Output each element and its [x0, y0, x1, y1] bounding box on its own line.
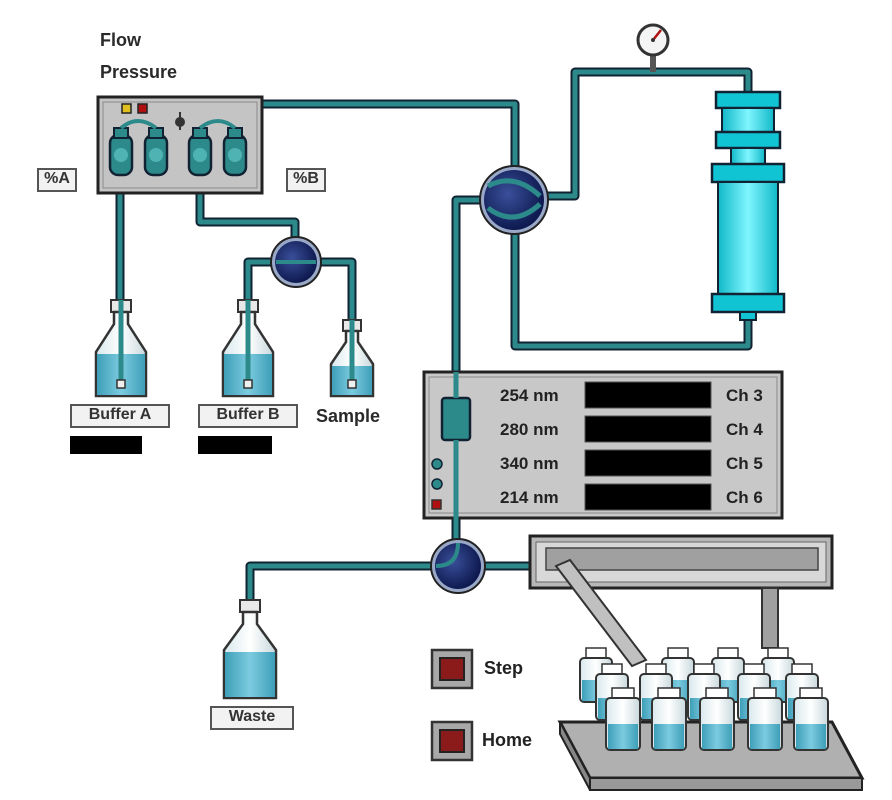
detector-indicator-1 [431, 458, 443, 470]
ch4-display [584, 415, 712, 443]
sample-valve[interactable] [270, 236, 322, 288]
buffer-a-level-bar [70, 436, 142, 454]
pump-unit[interactable] [96, 95, 264, 195]
step-button[interactable] [430, 648, 474, 690]
sample-bottle-icon [329, 319, 375, 398]
home-button[interactable] [430, 720, 474, 762]
flow-cell-icon [440, 396, 472, 442]
pressure-gauge-icon [636, 23, 670, 72]
flow-label: Flow [100, 30, 141, 50]
detector-indicator-2 [431, 478, 443, 490]
pressure-label: Pressure [100, 62, 178, 82]
ch6-label: Ch 6 [726, 488, 763, 507]
percent-b-label[interactable]: %B [286, 168, 326, 192]
ch4-wavelength: 280 nm [500, 420, 559, 439]
ch5-label: Ch 5 [726, 454, 763, 473]
ch6-display [584, 483, 712, 511]
ch6-wavelength: 214 nm [500, 488, 559, 507]
ch3-display [584, 381, 712, 409]
step-label: Step [484, 658, 524, 678]
ch4-label: Ch 4 [726, 420, 763, 439]
ch5-wavelength: 340 nm [500, 454, 559, 473]
ch3-label: Ch 3 [726, 386, 763, 405]
buffer-b-label: Buffer B [198, 404, 298, 428]
collection-tube-icons [579, 647, 829, 751]
ch3-wavelength: 254 nm [500, 386, 559, 405]
waste-bottle-icon [222, 599, 278, 700]
buffer-b-bottle-icon [221, 299, 275, 398]
detector-panel [422, 370, 784, 520]
sample-label: Sample [316, 406, 381, 426]
ch5-display [584, 449, 712, 477]
percent-a-label[interactable]: %A [37, 168, 77, 192]
buffer-a-label: Buffer A [70, 404, 170, 428]
chromatography-column [710, 90, 786, 321]
fraction-collector [528, 534, 865, 791]
pump-status-light-yellow [121, 103, 132, 114]
fraction-valve[interactable] [430, 538, 486, 594]
waste-label: Waste [210, 706, 294, 730]
home-label: Home [482, 730, 533, 750]
pump-status-light-red [137, 103, 148, 114]
injection-valve[interactable] [479, 165, 549, 235]
buffer-a-bottle-icon [94, 299, 148, 398]
pump-head-icons [108, 119, 248, 177]
buffer-b-level-bar [198, 436, 272, 454]
detector-indicator-3 [431, 499, 442, 510]
